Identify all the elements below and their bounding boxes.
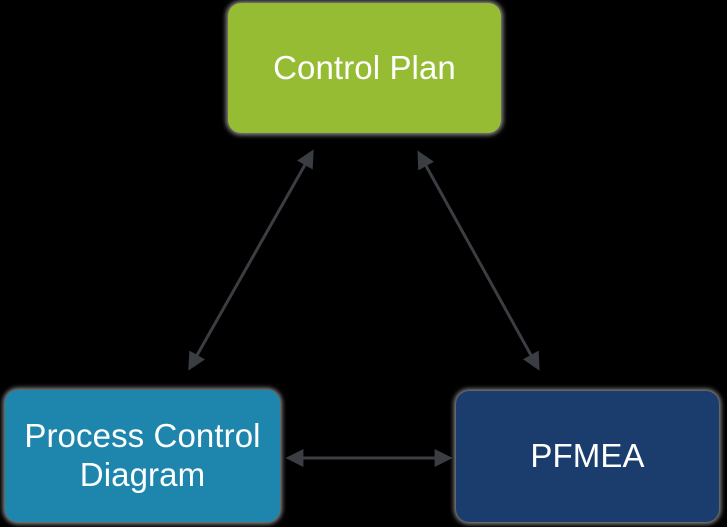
connector-pcd-control-plan xyxy=(188,149,314,371)
node-pfmea[interactable]: PFMEA xyxy=(456,391,719,522)
node-process-control-diagram-label: Process Control Diagram xyxy=(14,417,270,495)
node-process-control-diagram-label-line1: Process Control xyxy=(24,417,261,455)
node-control-plan-label: Control Plan xyxy=(273,48,456,86)
node-process-control-diagram[interactable]: Process Control Diagram xyxy=(5,390,280,522)
node-process-control-diagram-label-line2: Diagram xyxy=(79,456,206,493)
node-pfmea-label: PFMEA xyxy=(530,437,645,475)
connector-control-plan-pfmea xyxy=(417,150,540,371)
node-control-plan[interactable]: Control Plan xyxy=(228,3,501,133)
